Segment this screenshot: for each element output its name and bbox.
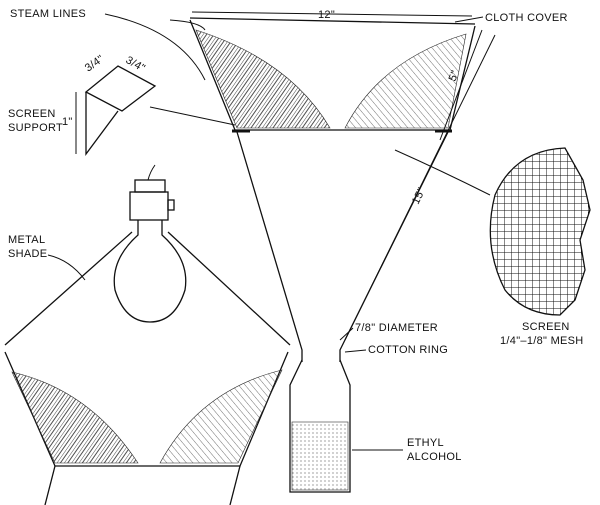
support-dim-a: 3/4" xyxy=(83,53,107,75)
leaf-litter-right xyxy=(344,33,467,129)
top-funnel xyxy=(189,17,476,362)
leaf-litter-left xyxy=(195,29,331,129)
screen-mesh-detail xyxy=(489,147,591,316)
height-15-label: 15" xyxy=(410,186,428,207)
screen-support xyxy=(75,65,157,156)
metal-shade-label-2: SHADE xyxy=(8,248,47,260)
ethyl-label-1: ETHYL xyxy=(407,437,444,449)
collection-jar xyxy=(289,359,351,493)
support-dim-c: 1" xyxy=(62,116,73,128)
cotton-ring-label: COTTON RING xyxy=(368,344,448,356)
steam-lines-label: STEAM LINES xyxy=(10,8,86,20)
diameter-label: 7/8" DIAMETER xyxy=(355,322,438,334)
height-5-label: 5" xyxy=(447,69,462,83)
cloth-cover-label: CLOTH COVER xyxy=(485,12,568,24)
support-dim-b: 3/4" xyxy=(124,54,148,75)
ethyl-label-2: ALCOHOL xyxy=(407,451,462,463)
screen-support-label-2: SUPPORT xyxy=(8,122,63,134)
screen-label-2: 1/4"–1/8" MESH xyxy=(500,335,584,347)
metal-shade-label-1: METAL xyxy=(8,234,45,246)
screen-support-label-1: SCREEN xyxy=(8,108,56,120)
screen-label-1: SCREEN xyxy=(522,321,570,333)
lamp xyxy=(4,164,291,346)
lower-funnel xyxy=(4,351,289,505)
width-12-label: 12" xyxy=(318,9,335,21)
